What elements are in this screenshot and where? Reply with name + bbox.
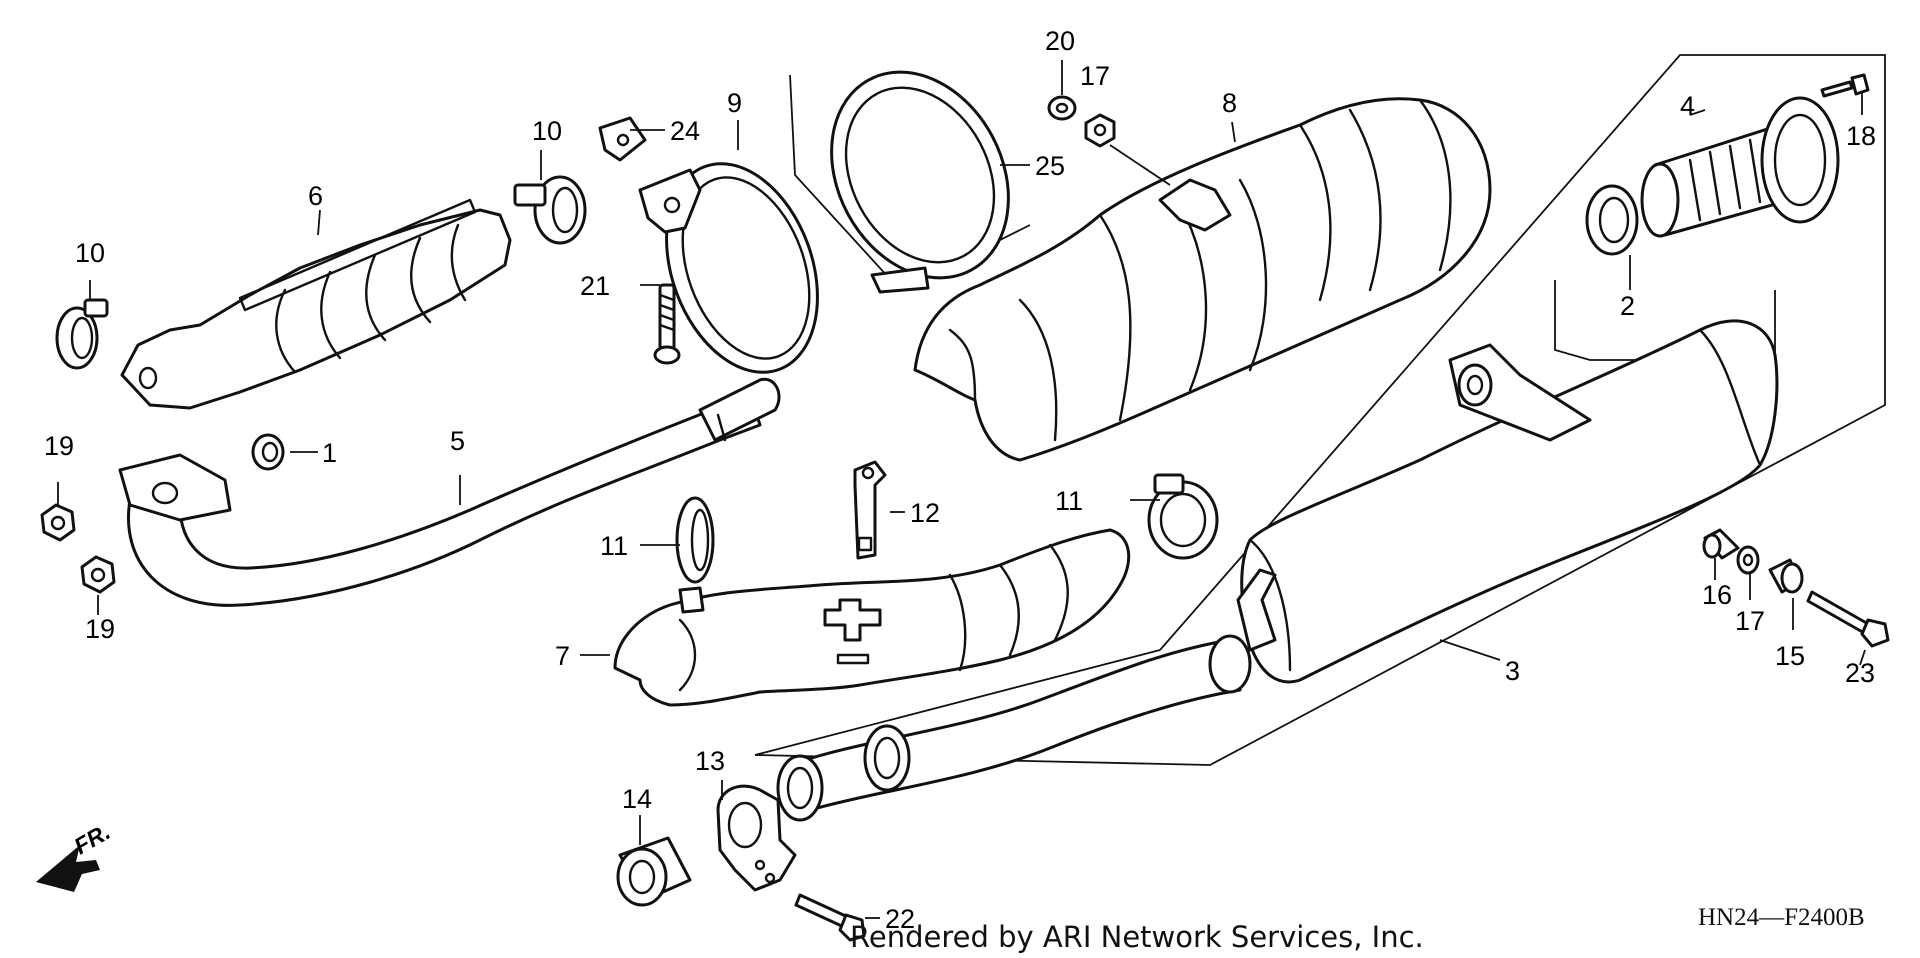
callout-8: 8 — [1222, 88, 1237, 118]
collar[interactable] — [1702, 528, 1740, 560]
callout-11-left: 11 — [600, 531, 628, 561]
callout-17-side: 17 — [1735, 606, 1765, 636]
callout-15: 15 — [1775, 641, 1805, 671]
arrester-bolt[interactable] — [1820, 73, 1870, 98]
exhaust-gasket[interactable] — [251, 433, 285, 471]
callout-17-top: 17 — [1080, 61, 1110, 91]
callout-3: 3 — [1505, 656, 1520, 686]
lock-nut-side[interactable] — [1736, 545, 1760, 575]
protector-sleeve[interactable] — [616, 836, 692, 907]
callout-1: 1 — [322, 438, 337, 468]
callout-4: 4 — [1680, 91, 1695, 121]
pipe-band-bolt[interactable] — [794, 893, 866, 942]
muffler-inlet-pipe[interactable] — [776, 634, 1252, 822]
rear-heat-shield[interactable] — [613, 528, 1131, 707]
callout-16: 16 — [1702, 580, 1732, 610]
callout-13: 13 — [695, 746, 725, 776]
group-outline-muffler — [754, 54, 1886, 766]
exhaust-pipe[interactable] — [118, 377, 781, 607]
flange-nut-upper[interactable] — [40, 503, 76, 542]
lock-nut-top[interactable] — [1084, 113, 1116, 148]
callout-21: 21 — [580, 271, 610, 301]
front-heat-shield[interactable] — [120, 198, 512, 410]
band-ring[interactable] — [797, 41, 1043, 309]
mounting-bolt[interactable] — [1806, 590, 1890, 648]
callout-19-upper: 19 — [44, 431, 74, 461]
hose-clamp-right[interactable] — [513, 175, 587, 245]
speed-nut[interactable] — [598, 116, 647, 162]
diagram-code: HN24—F2400B — [1698, 904, 1865, 931]
muffler-protector[interactable] — [913, 97, 1492, 462]
callout-11-right: 11 — [1055, 486, 1083, 516]
stay-bracket[interactable] — [853, 460, 887, 560]
washer-top[interactable] — [1047, 95, 1077, 121]
joint-clamp-right[interactable] — [1147, 473, 1219, 560]
spark-arrester[interactable] — [1640, 96, 1840, 238]
callout-5: 5 — [450, 426, 465, 456]
muffler[interactable] — [1236, 319, 1779, 684]
callout-20: 20 — [1045, 26, 1075, 56]
callout-labels: 1 2 3 4 5 6 7 8 9 10 10 11 11 12 13 14 1… — [44, 26, 1876, 934]
callout-24: 24 — [670, 116, 700, 146]
callout-7: 7 — [555, 641, 570, 671]
callout-9: 9 — [727, 88, 742, 118]
callout-leaders — [57, 60, 1866, 919]
credit-text: Rendered by ARI Network Services, Inc. — [850, 920, 1424, 954]
callout-18: 18 — [1846, 121, 1876, 151]
callout-19-lower: 19 — [85, 614, 115, 644]
muffler-band[interactable] — [638, 143, 844, 394]
callout-22: 22 — [885, 904, 915, 934]
callout-6: 6 — [308, 181, 323, 211]
muffler-gasket[interactable] — [1585, 184, 1639, 256]
front-direction-arrow: FR. — [36, 818, 115, 892]
joint-clamp-left[interactable] — [675, 496, 715, 614]
callout-2: 2 — [1620, 291, 1635, 321]
band-bolt[interactable] — [653, 283, 681, 365]
callout-12: 12 — [910, 498, 940, 528]
callout-10-right: 10 — [532, 116, 562, 146]
hose-clamp-left[interactable] — [55, 298, 109, 370]
callout-10-left: 10 — [75, 238, 105, 268]
callout-23: 23 — [1845, 658, 1875, 688]
callout-14: 14 — [622, 784, 652, 814]
callout-25: 25 — [1035, 151, 1065, 181]
washer-side[interactable] — [1768, 558, 1804, 594]
flange-nut-lower[interactable] — [80, 555, 116, 594]
